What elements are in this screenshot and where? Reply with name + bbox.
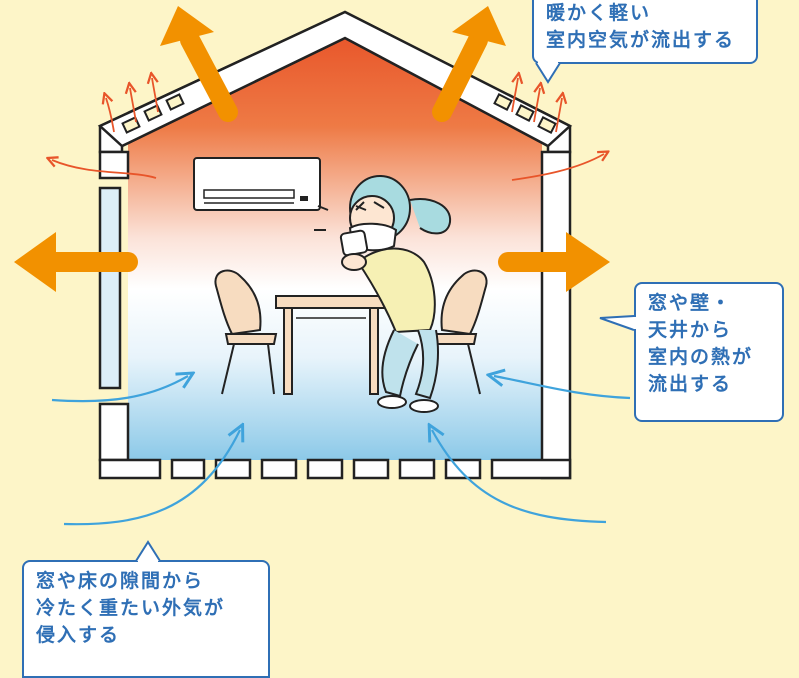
floor: [98, 458, 572, 480]
callout-line: 侵入する: [36, 623, 121, 646]
callout-line: 冷たく重たい外気が: [36, 596, 226, 619]
cold-air-callout: 窓や床の隙間から 冷たく重たい外気が 侵入する: [22, 560, 270, 678]
callout-line: 室内の熱が: [648, 345, 754, 368]
callout-line: 室内空気が流出する: [546, 28, 736, 51]
callout-line: 天井から: [648, 318, 733, 341]
callout-line: 窓や床の隙間から: [36, 570, 205, 592]
right-wall: [540, 150, 572, 480]
small-heat-arrows: [52, 78, 604, 181]
callout-line: 窓や壁・: [648, 292, 733, 314]
heat-loss-callout: 窓や壁・ 天井から 室内の熱が 流出する: [634, 282, 784, 422]
callout-line: 流出する: [648, 372, 733, 395]
warm-air-callout: 暖かく軽い 室内空気が流出する: [532, 0, 758, 64]
person-sneezing-icon: [314, 175, 452, 413]
chair-icon: [214, 269, 278, 395]
left-window: [98, 186, 122, 390]
callout-line: 暖かく軽い: [546, 2, 652, 24]
cold-air-lines: [51, 376, 631, 526]
air-conditioner-icon: [193, 157, 321, 211]
table-icon: [275, 295, 387, 395]
heat-arrows: [14, 6, 610, 292]
left-wall: [98, 150, 130, 180]
roof-gaps-right: [493, 93, 557, 134]
